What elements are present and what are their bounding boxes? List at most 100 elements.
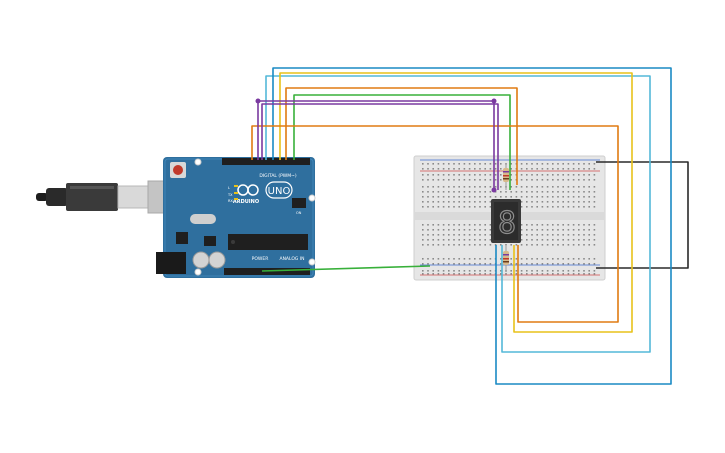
resistor-bottom[interactable] — [503, 246, 509, 272]
breadboard-hole — [463, 244, 466, 246]
breadboard-hole — [448, 206, 450, 208]
breadboard-hole — [422, 168, 424, 170]
breadboard-hole — [437, 163, 440, 165]
wire-lightblue[interactable] — [265, 75, 651, 353]
breadboard-hole — [500, 163, 502, 165]
breadboard-hole — [552, 239, 554, 241]
breadboard-hole — [505, 244, 507, 246]
breadboard-hole — [515, 263, 518, 265]
seven-segment-display[interactable]: 8 — [491, 199, 521, 243]
breadboard-hole — [588, 239, 590, 241]
breadboard-hole — [442, 234, 445, 236]
breadboard-hole — [458, 168, 460, 170]
breadboard-hole — [474, 179, 476, 181]
indicator-tx: TX — [227, 193, 233, 197]
wire-yellow[interactable] — [279, 72, 633, 333]
wire-green-gnd[interactable] — [261, 265, 431, 272]
display-digit: 8 — [498, 206, 516, 241]
breadboard-hole — [578, 201, 580, 203]
power-jack[interactable] — [156, 252, 186, 274]
breadboard-hole — [453, 163, 455, 165]
breadboard-hole — [536, 179, 538, 181]
breadboard-hole — [458, 191, 460, 193]
breadboard-hole — [546, 239, 549, 241]
breadboard-hole — [510, 174, 512, 176]
breadboard-hole — [500, 244, 502, 246]
breadboard-hole — [588, 201, 590, 203]
breadboard-hole — [578, 206, 580, 208]
breadboard-hole — [432, 273, 434, 275]
breadboard-hole — [520, 263, 523, 265]
breadboard-hole — [520, 179, 523, 181]
breadboard-hole — [526, 270, 528, 272]
breadboard-hole — [432, 179, 434, 181]
breadboard-hole — [510, 186, 512, 188]
breadboard-hole — [536, 234, 538, 236]
breadboard-hole — [458, 234, 460, 236]
breadboard-hole — [526, 174, 528, 176]
breadboard-hole — [468, 174, 471, 176]
breadboard-hole — [453, 174, 455, 176]
breadboard-hole — [546, 270, 549, 272]
breadboard-hole — [567, 206, 570, 208]
wire-orange-top[interactable] — [285, 87, 518, 185]
breadboard-hole — [515, 196, 518, 198]
breadboard-hole — [546, 163, 549, 165]
breadboard-hole — [437, 201, 440, 203]
digital-header[interactable] — [222, 158, 310, 165]
breadboard-hole — [541, 191, 544, 193]
breadboard-hole — [489, 179, 492, 181]
wire-joint — [255, 98, 261, 104]
breadboard-hole — [489, 174, 492, 176]
wire-orange-lower[interactable] — [251, 125, 619, 323]
breadboard-hole — [588, 196, 590, 198]
breadboard-hole — [552, 270, 554, 272]
breadboard-hole — [422, 273, 424, 275]
breadboard-hole — [422, 201, 424, 203]
breadboard-hole — [458, 224, 460, 226]
breadboard-hole — [453, 229, 455, 231]
breadboard-hole — [458, 270, 460, 272]
wire-purple-b[interactable] — [261, 103, 499, 190]
breadboard-hole — [474, 239, 476, 241]
wire-purple-a[interactable] — [257, 100, 495, 190]
breadboard-hole — [552, 229, 554, 231]
arduino-board[interactable]: UNO ARDUINO DIGITAL (PWM~) POWER ANALOG … — [156, 157, 316, 278]
wire-blue[interactable] — [272, 67, 672, 385]
breadboard-hole — [494, 174, 497, 176]
breadboard-hole — [578, 163, 580, 165]
breadboard-hole — [432, 244, 434, 246]
breadboard-hole — [427, 196, 429, 198]
usb-cable[interactable] — [36, 180, 185, 214]
breadboard-hole — [437, 263, 440, 265]
breadboard-hole — [562, 239, 564, 241]
wire-black[interactable] — [596, 161, 689, 269]
breadboard-hole — [463, 179, 466, 181]
breadboard-hole — [557, 244, 559, 246]
breadboard-hole — [437, 234, 440, 236]
breadboard-hole — [479, 270, 481, 272]
breadboard-hole — [546, 273, 549, 275]
breadboard-hole — [526, 234, 528, 236]
breadboard-hole — [536, 191, 538, 193]
breadboard-hole — [468, 206, 471, 208]
resistor-top[interactable] — [503, 163, 509, 190]
breadboard-hole — [479, 191, 481, 193]
breadboard-hole — [546, 206, 549, 208]
breadboard-hole — [427, 206, 429, 208]
breadboard-hole — [541, 201, 544, 203]
atmega-chip — [228, 234, 308, 250]
breadboard-hole — [557, 258, 559, 260]
indicator-rx: RX — [228, 199, 233, 203]
breadboard-hole — [583, 179, 585, 181]
breadboard-hole — [588, 206, 590, 208]
wire-green-top[interactable] — [293, 94, 511, 190]
breadboard-hole — [427, 270, 429, 272]
breadboard-hole — [474, 234, 476, 236]
breadboard-hole — [562, 258, 564, 260]
breadboard-hole — [531, 224, 533, 226]
breadboard-hole — [479, 179, 481, 181]
breadboard-hole — [567, 179, 570, 181]
breadboard-hole — [474, 229, 476, 231]
